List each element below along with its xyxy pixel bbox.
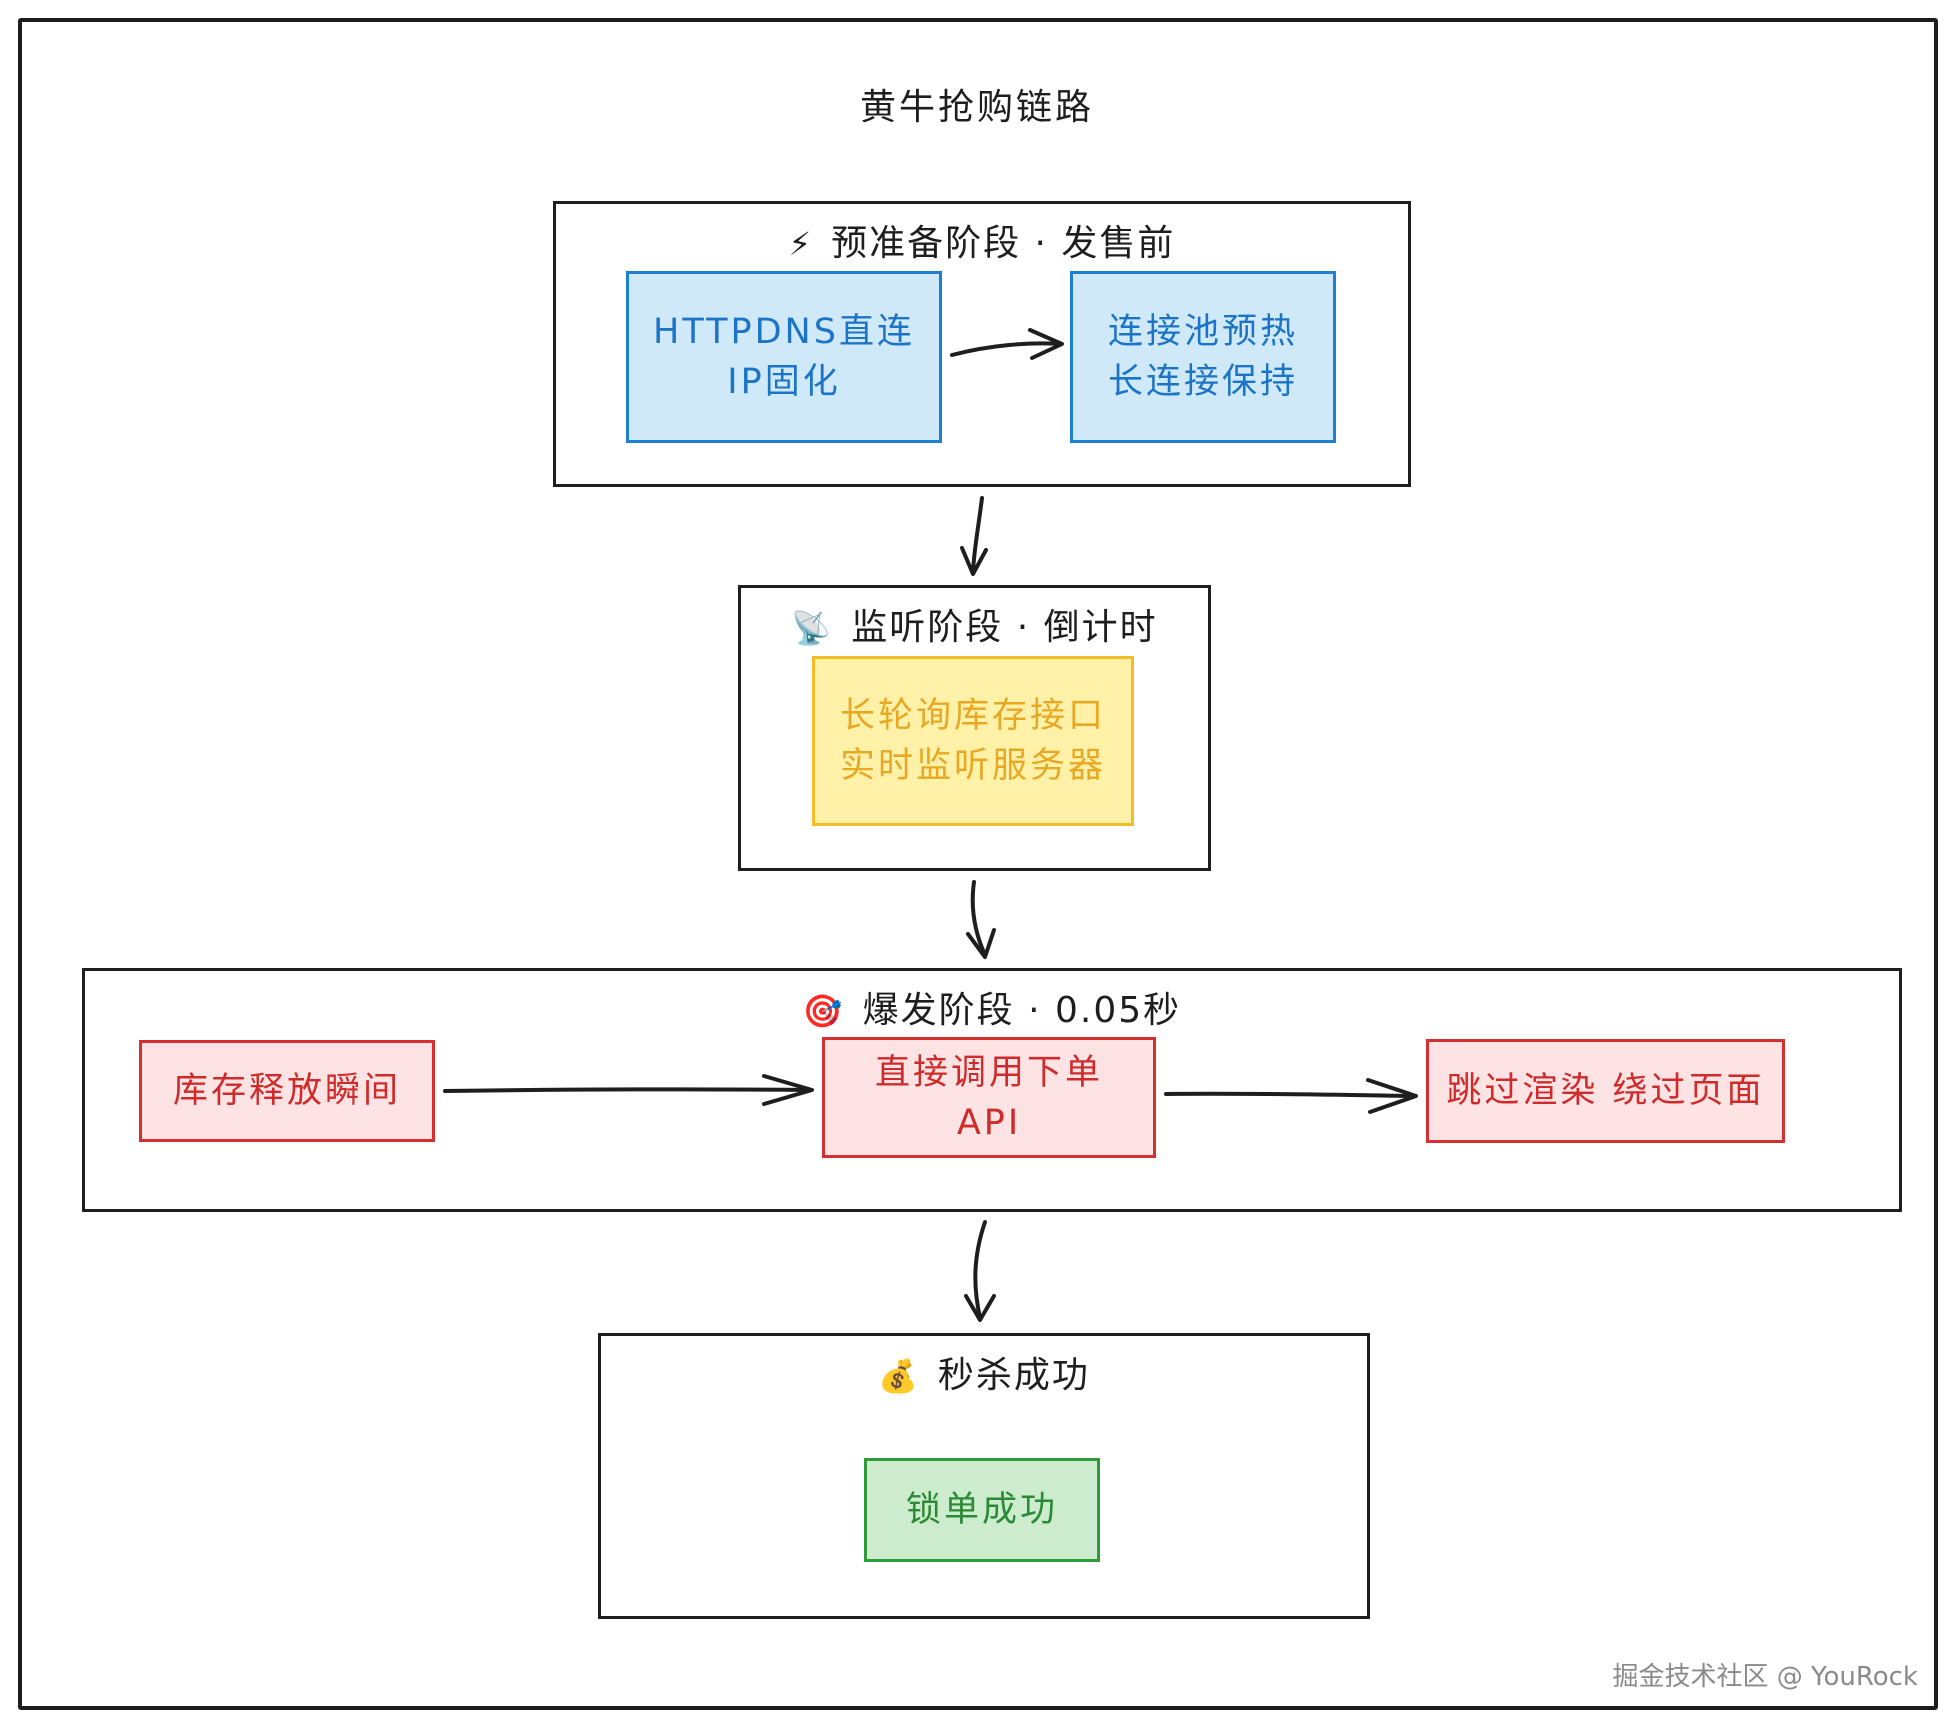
stage-listening-title: 📡 监听阶段 · 倒计时: [741, 598, 1208, 650]
lightning-icon: ⚡: [788, 225, 814, 263]
stage-listening-label: 监听阶段 · 倒计时: [851, 607, 1158, 648]
node-connection-pool-line-2: 长连接保持: [1107, 362, 1298, 402]
node-httpdns: HTTPDNS直连 IP固化: [626, 271, 942, 443]
stage-preparation-label: 预准备阶段 · 发售前: [831, 223, 1176, 264]
stage-burst-label: 爆发阶段 · 0.05秒: [862, 990, 1182, 1031]
node-skip-render: 跳过渲染 绕过页面: [1426, 1039, 1785, 1143]
node-direct-order-api-line-2: API: [956, 1102, 1022, 1143]
stage-preparation-title: ⚡ 预准备阶段 · 发售前: [556, 214, 1408, 266]
target-icon: 🎯: [802, 992, 845, 1030]
node-skip-render-line-1: 跳过渲染 绕过页面: [1446, 1071, 1765, 1111]
satellite-antenna-icon: 📡: [791, 609, 834, 647]
node-stock-release: 库存释放瞬间: [139, 1040, 435, 1142]
stage-success-label: 秒杀成功: [937, 1355, 1090, 1396]
node-httpdns-line-1: HTTPDNS直连: [653, 312, 915, 352]
node-direct-order-api-line-1: 直接调用下单: [874, 1052, 1103, 1093]
diagram-title: 黄牛抢购链路: [859, 87, 1094, 128]
node-long-polling: 长轮询库存接口 实时监听服务器: [812, 656, 1134, 826]
node-stock-release-line-1: 库存释放瞬间: [172, 1071, 401, 1111]
watermark: 掘金技术社区 @ YouRock: [1612, 1662, 1918, 1692]
node-connection-pool: 连接池预热 长连接保持: [1070, 271, 1336, 443]
node-order-locked-line-1: 锁单成功: [905, 1490, 1058, 1530]
canvas-frame: [18, 18, 1938, 1710]
stage-success-title: 💰 秒杀成功: [601, 1346, 1367, 1398]
money-bag-icon: 💰: [878, 1357, 920, 1395]
stage-burst-title: 🎯 爆发阶段 · 0.05秒: [85, 981, 1899, 1033]
node-httpdns-line-2: IP固化: [727, 362, 841, 402]
node-order-locked: 锁单成功: [864, 1458, 1100, 1562]
node-long-polling-line-2: 实时监听服务器: [839, 746, 1106, 786]
node-direct-order-api: 直接调用下单 API: [822, 1037, 1156, 1158]
node-connection-pool-line-1: 连接池预热: [1107, 312, 1298, 352]
node-long-polling-line-1: 长轮询库存接口: [839, 696, 1106, 736]
